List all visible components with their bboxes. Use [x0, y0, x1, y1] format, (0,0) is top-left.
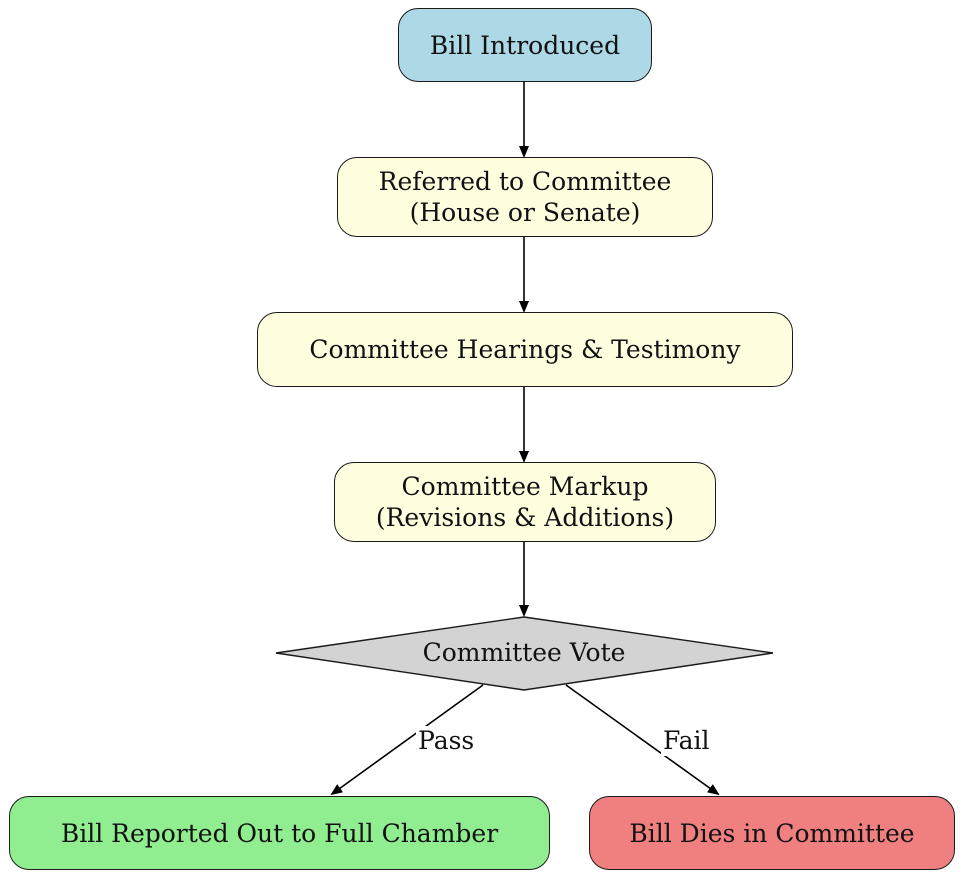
node-bill-reported-out-text: Bill Reported Out to Full Chamber — [60, 818, 499, 848]
node-committee-markup: Committee Markup (Revisions & Additions) — [334, 462, 716, 542]
node-bill-reported-out: Bill Reported Out to Full Chamber — [9, 796, 550, 870]
node-committee-hearings: Committee Hearings & Testimony — [257, 312, 793, 387]
node-bill-introduced: Bill Introduced — [398, 8, 652, 82]
node-bill-dies: Bill Dies in Committee — [589, 796, 955, 870]
committee-vote-label: Committee Vote — [422, 638, 626, 667]
node-referred-to-committee: Referred to Committee (House or Senate) — [337, 157, 713, 237]
node-bill-introduced-text: Bill Introduced — [429, 30, 621, 60]
node-bill-dies-text: Bill Dies in Committee — [629, 818, 915, 848]
node-referred-line-1: Referred to Committee — [378, 167, 672, 196]
edge-vote-fail — [565, 684, 720, 796]
committee-vote-decision — [275, 616, 774, 691]
edge-vote-pass — [330, 684, 484, 796]
node-markup-line-2: (Revisions & Additions) — [375, 503, 675, 532]
node-committee-hearings-text: Committee Hearings & Testimony — [309, 335, 741, 364]
node-referred-line-2: (House or Senate) — [409, 198, 641, 227]
edge-label-fail: Fail — [661, 726, 712, 756]
node-markup-line-1: Committee Markup — [401, 472, 649, 501]
edge-label-pass: Pass — [416, 726, 477, 756]
